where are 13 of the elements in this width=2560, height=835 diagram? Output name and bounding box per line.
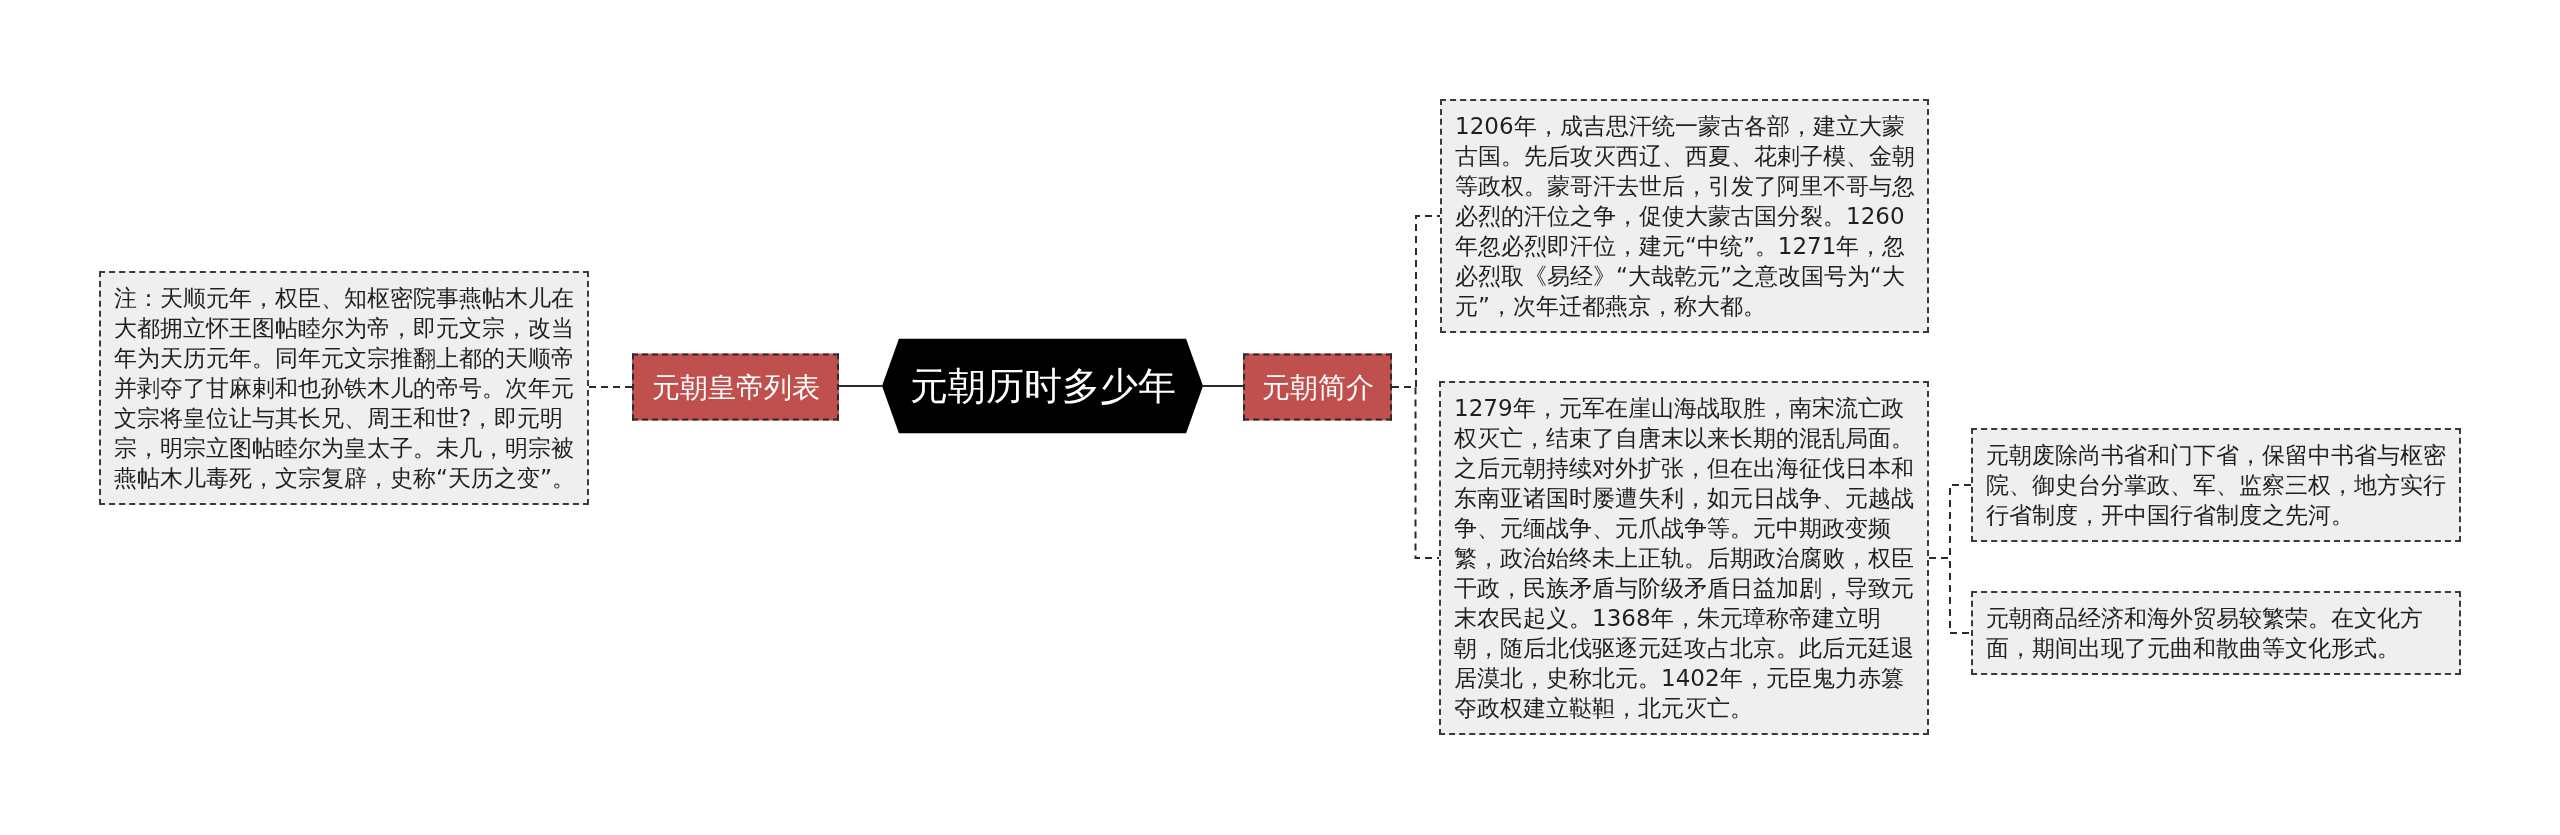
connector-line <box>1202 385 1244 387</box>
note-card: 注：天顺元年，权臣、知枢密院事燕帖木儿在大都拥立怀王图帖睦尔为帝，即元文宗，改当年为天历元年。同年元文宗推翻上都的天顺帝并剥夺了甘麻剌和也孙铁木儿的帝号。次年元文宗将皇位让与其长兄、周王和世?，即元明宗，明宗立图帖睦尔为皇太子。未几，明宗被燕帖木儿毒死，文宗复辟，史称“天历之变”。 <box>99 271 589 505</box>
connector-line <box>1928 557 1972 634</box>
note-card: 1206年，成吉思汗统一蒙古各部，建立大蒙古国。先后攻灭西辽、西夏、花剌子模、金朝等政权。蒙哥汗去世后，引发了阿里不哥与忽必烈的汗位之争，促使大蒙古国分裂。1260年忽必烈即汗位，建元“中统”。1271年，忽必烈取《易经》“大哉乾元”之意改国号为“大元”，次年迁都燕京，称大都。 <box>1440 99 1929 333</box>
note-card: 1279年，元军在崖山海战取胜，南宋流亡政权灭亡，结束了自唐末以来长期的混乱局面。之后元朝持续对外扩张，但在出海征伐日本和东南亚诸国时屡遭失利，如元日战争、元越战争、元缅战争、元爪战争等。元中期政变频繁，政治始终未上正轨。后期政治腐败，权臣干政，民族矛盾与阶级矛盾日益加剧，导致元末农民起义。1368年，朱元璋称帝建立明朝，随后北伐驱逐元廷攻占北京。此后元廷退居漠北，史称北元。1402年，元臣鬼力赤篡夺政权建立鞑靼，北元灭亡。 <box>1439 381 1929 735</box>
branch-topic: 元朝皇帝列表 <box>632 353 839 421</box>
central-topic: 元朝历时多少年 <box>882 338 1203 434</box>
connector-line <box>1391 386 1440 559</box>
note-card: 元朝废除尚书省和门下省，保留中书省与枢密院、御史台分掌政、军、监察三权，地方实行行省制度，开中国行省制度之先河。 <box>1971 428 2461 542</box>
connector-line <box>588 386 633 388</box>
note-card: 元朝商品经济和海外贸易较繁荣。在文化方面，期间出现了元曲和散曲等文化形式。 <box>1971 591 2461 675</box>
branch-topic: 元朝简介 <box>1243 353 1392 421</box>
connector-line <box>838 385 883 387</box>
